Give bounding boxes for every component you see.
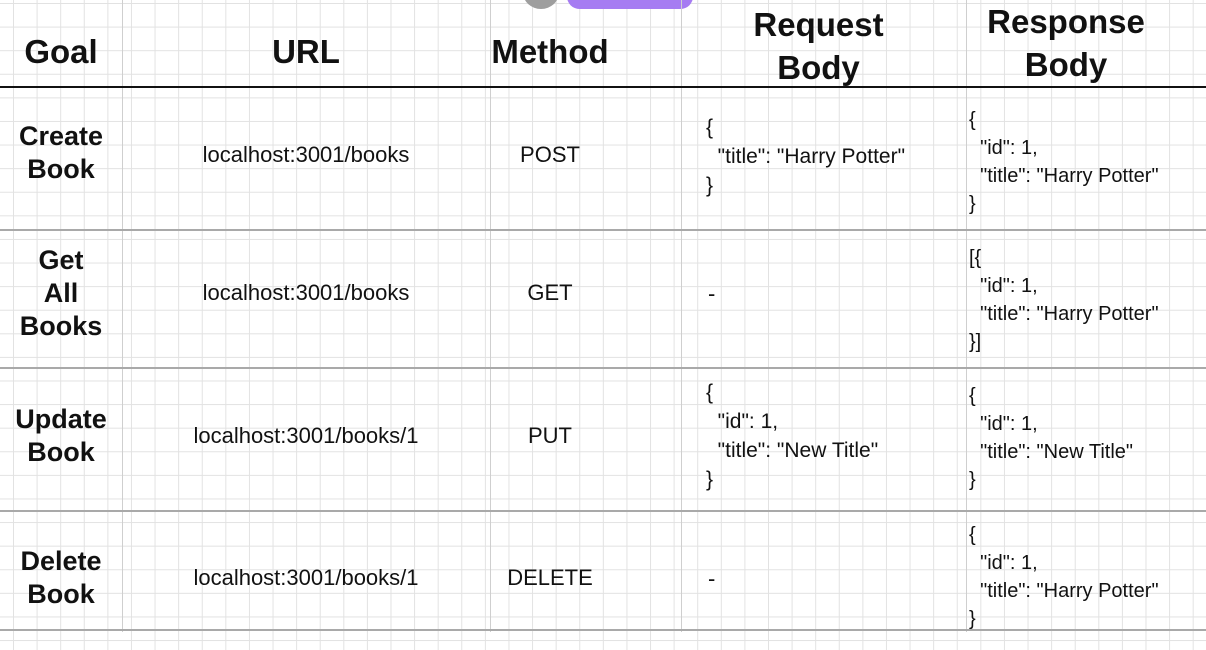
row-divider [0,510,1206,512]
row-response-body: { "id": 1, "title": "Harry Potter" } [969,109,1159,215]
row-response-body: { "id": 1, "title": "Harry Potter" } [969,524,1159,630]
row-url: localhost:3001/books [202,280,410,305]
toolbar-avatar-icon[interactable] [523,0,559,9]
goal-line: Update [15,404,107,434]
row-goal-get-all: Get All Books [0,243,122,343]
goal-line: All [43,277,79,308]
row-request-body: - [708,281,716,306]
row-request-body: { "id": 1, "title": "New Title" } [706,381,879,491]
row-request-body: { "title": "Harry Potter" } [706,116,906,197]
header-response-body-line-2: Body [1024,46,1108,83]
row-method: PUT [528,423,572,448]
column-divider [490,0,491,632]
header-request-body: Request Body [681,2,956,90]
row-url: localhost:3001/books/1 [193,423,419,448]
header-response-body: Response Body [966,0,1166,86]
goal-line: Get [38,244,84,275]
row-response-body: [{ "id": 1, "title": "Harry Potter" }] [969,247,1159,353]
row-response-body: { "id": 1, "title": "New Title" } [969,385,1133,491]
goal-line: Book [27,437,95,467]
header-url: URL [272,32,340,70]
toolbar-action-pill[interactable] [567,0,693,9]
row-goal-delete: Delete Book [0,543,122,613]
goal-line: Create [18,121,104,151]
goal-line: Books [19,310,103,341]
column-divider [122,0,123,632]
column-divider [681,0,682,632]
row-divider [0,367,1206,369]
header-request-body-line-1: Request [753,6,884,43]
column-divider [966,0,967,632]
goal-line: Book [27,579,95,609]
row-method: POST [520,142,580,167]
header-goal: Goal [24,32,98,70]
row-method: DELETE [507,565,593,590]
row-goal-create: Create Book [0,118,122,188]
goal-line: Delete [20,546,102,576]
row-request-body: - [708,566,716,591]
goal-line: Book [27,154,95,184]
row-divider [0,229,1206,231]
row-method: GET [527,280,573,305]
header-response-body-line-1: Response [987,3,1145,40]
header-request-body-line-2: Body [777,49,860,86]
row-goal-update: Update Book [0,401,122,471]
row-url: localhost:3001/books/1 [193,565,419,590]
header-divider [0,86,1206,88]
row-divider [0,629,1206,631]
header-method: Method [491,32,609,70]
row-url: localhost:3001/books [202,142,410,167]
